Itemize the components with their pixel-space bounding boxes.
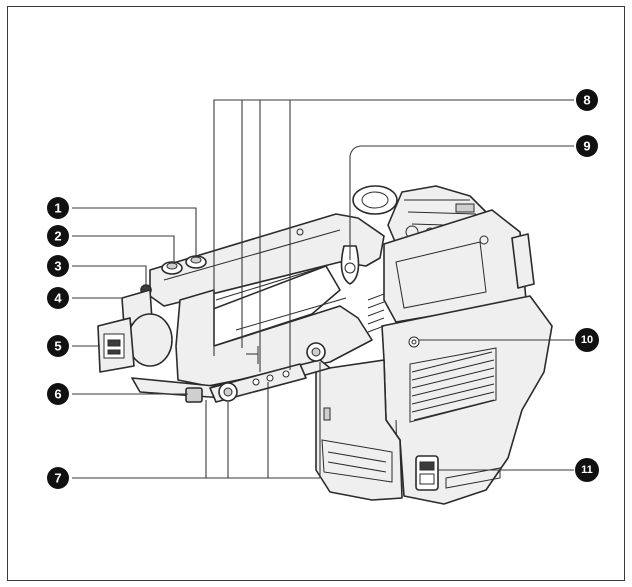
callout-label: 8 [583,93,590,108]
callout-label: 9 [583,139,590,154]
callout-4: 4 [47,287,69,309]
callout-badge [47,287,69,309]
callout-5: 5 [47,335,69,357]
callout-1: 1 [47,197,69,219]
callout-badge [576,89,598,111]
callout-label: 7 [54,471,61,486]
callout-6: 6 [47,383,69,405]
callout-label: 2 [54,229,61,244]
callout-badge [47,335,69,357]
callout-10: 10 [575,328,599,352]
handle-adaptor [97,213,385,403]
callout-7: 7 [47,467,69,489]
callout-label: 10 [581,334,593,346]
callout-badge [47,197,69,219]
callout-badge [47,383,69,405]
callout-9: 9 [576,135,598,157]
callout-8: 8 [576,89,598,111]
callout-badge [47,467,69,489]
callout-11: 11 [575,458,599,482]
callout-2: 2 [47,225,69,247]
callout-label: 6 [54,387,61,402]
callout-label: 1 [54,201,61,216]
callout-badge [47,255,69,277]
callout-badge [575,458,599,482]
camera-body [315,185,553,505]
leader-lines [72,99,574,479]
callout-badge [575,328,599,352]
callout-badge [47,225,69,247]
callout-label: 4 [54,291,62,306]
callout-label: 11 [581,464,593,476]
callout-3: 3 [47,255,69,277]
callout-label: 5 [54,339,61,354]
callout-badge [576,135,598,157]
callout-label: 3 [54,259,61,274]
